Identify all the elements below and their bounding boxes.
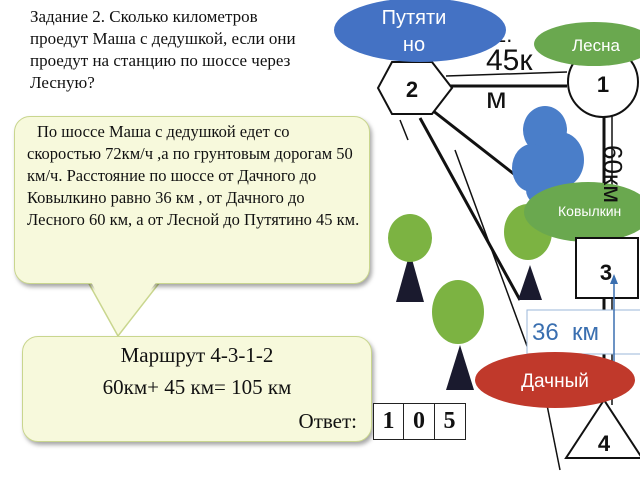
node-3: 3	[575, 237, 639, 299]
label-dachny: Дачный	[475, 352, 635, 408]
answer-digit-2[interactable]: 0	[403, 403, 435, 440]
answer-digits: 1 0 5	[372, 403, 466, 440]
distance-45-top: 45к	[486, 44, 533, 77]
dachny-text: Дачный	[521, 371, 589, 392]
distance-36: 36 км	[526, 274, 640, 394]
distance-60: 60км	[598, 145, 628, 203]
label-lesnaya: Лесна	[534, 22, 640, 66]
label-kovylkino: Ковылкин	[524, 182, 640, 242]
task-text: Задание 2. Сколько километров проедут Ма…	[30, 7, 296, 92]
answer-label: Ответ:	[298, 409, 357, 433]
putyatino-text-line2: но	[403, 34, 425, 56]
node-4-label: 4	[598, 431, 611, 456]
putyatino-text-line1: Путяти	[382, 7, 447, 29]
node-4: 4	[564, 398, 640, 459]
distance-45-bottom: м	[486, 82, 507, 115]
answer-bubble: Маршрут 4-3-1-2 60км+ 45 км= 105 км Отве…	[22, 336, 372, 442]
tree-bottom	[432, 280, 484, 390]
node-2: 2	[376, 61, 454, 115]
answer-digit-1[interactable]: 1	[372, 403, 405, 440]
label-putyatino: Путяти но	[334, 0, 506, 62]
answer-digit-3[interactable]: 5	[433, 403, 466, 440]
node-3-label: 3	[600, 260, 612, 285]
road-2-4	[418, 117, 522, 301]
distance-36-text: 36 км	[532, 319, 599, 346]
route-text: Маршрут 4-3-1-2	[120, 343, 274, 367]
road-2-1-thin	[445, 71, 568, 77]
node-1-label: 1	[597, 72, 609, 97]
tree-left	[388, 214, 432, 302]
road-2-lesnaya	[399, 119, 409, 141]
info-text: По шоссе Маша с дедушкой едет со скорост…	[27, 122, 360, 229]
info-bubble: По шоссе Маша с дедушкой едет со скорост…	[14, 116, 370, 284]
calculation-text: 60км+ 45 км= 105 км	[102, 375, 292, 399]
kovylkino-text: Ковылкин	[558, 203, 621, 219]
node-2-label: 2	[406, 77, 418, 102]
lesnaya-text: Лесна	[572, 36, 620, 55]
